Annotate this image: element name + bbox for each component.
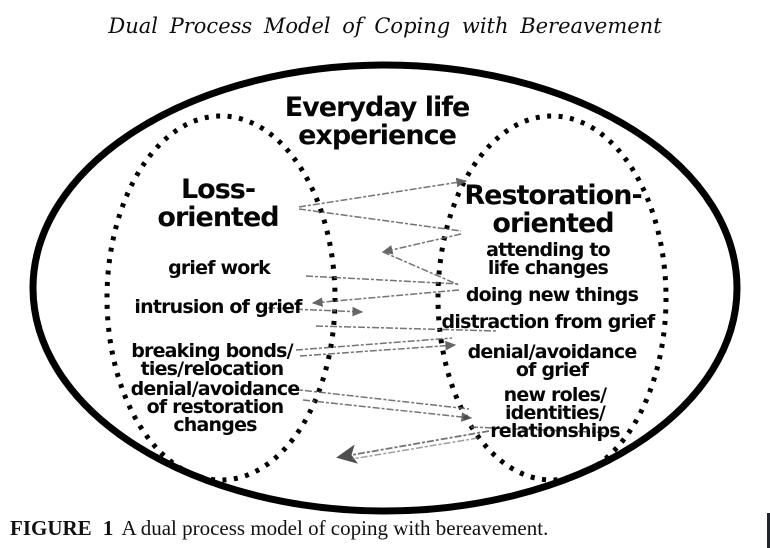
- restoration-item-doing-new-things: doing new things: [465, 284, 639, 306]
- figure-caption-label: FIGURE 1: [10, 516, 114, 540]
- loss-item-breaking-bonds: breaking bonds/ ties/relocation: [131, 340, 293, 380]
- oscillation-zigzag-arrows: [267, 177, 618, 464]
- loss-oriented-ellipse: [104, 113, 338, 483]
- loss-oriented-heading: Loss- oriented: [157, 174, 279, 233]
- restoration-oriented-heading: Restoration- oriented: [464, 180, 642, 239]
- figure-caption: FIGURE 1 A dual process model of coping w…: [10, 516, 548, 541]
- loss-item-denial-avoidance-restoration: denial/avoidance of restoration changes: [130, 378, 301, 436]
- restoration-item-attending-life-changes: attending to life changes: [486, 239, 611, 279]
- everyday-life-ellipse: [29, 61, 741, 515]
- page-edge-line: [767, 513, 770, 548]
- page-title: Dual Process Model of Coping with Bereav…: [108, 14, 662, 38]
- restoration-item-denial-avoidance-grief: denial/avoidance of grief: [467, 341, 638, 381]
- restoration-oriented-ellipse: [435, 113, 669, 483]
- restoration-item-new-roles: new roles/ identities/ relationships: [490, 384, 620, 442]
- everyday-life-label: Everyday life experience: [284, 92, 471, 151]
- loss-item-grief-work: grief work: [168, 257, 271, 279]
- figure-caption-text: A dual process model of coping with bere…: [121, 516, 549, 540]
- loss-item-intrusion-of-grief: intrusion of grief: [134, 296, 302, 318]
- restoration-item-distraction-from-grief: distraction from grief: [441, 311, 656, 333]
